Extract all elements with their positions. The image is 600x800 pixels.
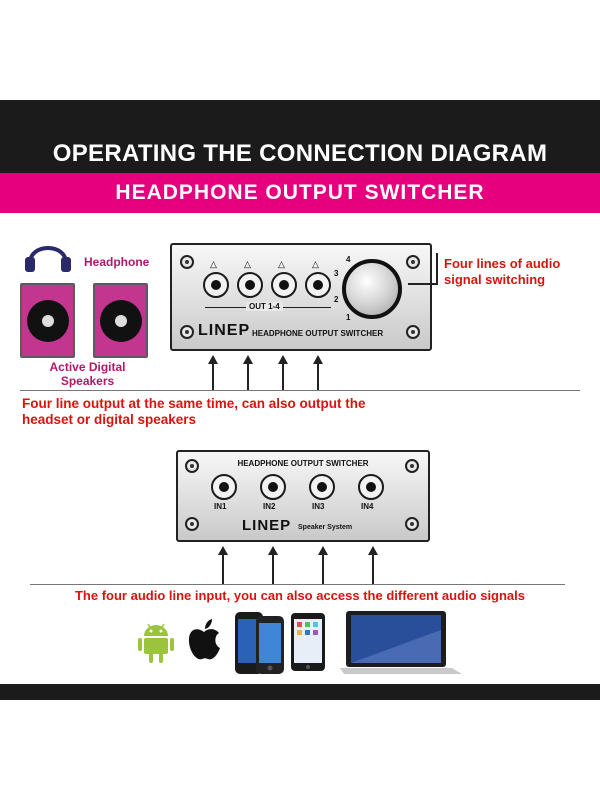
screw-icon	[406, 255, 420, 269]
arrow-shaft	[317, 363, 319, 390]
callout-line	[408, 283, 436, 285]
input-label-3: IN3	[312, 502, 325, 511]
arrow-up-icon	[318, 546, 328, 555]
footer-bar	[0, 684, 600, 700]
input-jack-4	[358, 474, 384, 500]
input-caption: The four audio line input, you can also …	[74, 588, 526, 603]
screw-icon	[185, 517, 199, 531]
input-switcher-panel: HEADPHONE OUTPUT SWITCHER IN1 IN2 IN3 IN…	[176, 450, 430, 542]
brand-logo: LINEP	[198, 322, 251, 339]
headphone-label: Headphone	[84, 255, 150, 269]
knob-position-4: 4	[346, 255, 351, 264]
headphone-symbol-icon: △	[312, 259, 319, 269]
callout-line-2: signal switching	[444, 272, 546, 287]
callout-line	[436, 253, 438, 285]
model-label: HEADPHONE OUTPUT SWITCHER	[252, 329, 384, 338]
speaker-right	[93, 283, 148, 358]
input-label-4: IN4	[361, 502, 374, 511]
headphone-symbol-icon: △	[278, 259, 285, 269]
speaker-system-label: Speaker System	[298, 524, 353, 531]
input-jack-3	[309, 474, 335, 500]
screw-icon	[405, 517, 419, 531]
headphone-icon	[25, 246, 71, 272]
page-subtitle: HEADPHONE OUTPUT SWITCHER	[115, 181, 485, 204]
input-label-2: IN2	[263, 502, 276, 511]
brand-logo: LINEP	[242, 517, 292, 534]
speakers-label-2: Speakers	[60, 374, 115, 388]
headphone-symbol-icon: △	[244, 259, 251, 269]
arrow-shaft	[282, 363, 284, 390]
output-jack-2	[237, 272, 263, 298]
knob-position-1: 1	[346, 313, 351, 322]
android-icon	[138, 623, 174, 663]
arrow-shaft	[272, 554, 274, 584]
arrow-up-icon	[278, 355, 288, 364]
ipad-icon	[291, 613, 325, 671]
speaker-cone	[27, 300, 69, 342]
speaker-cone	[100, 300, 142, 342]
callout-line-1: Four lines of audio	[444, 256, 561, 271]
header-bar	[0, 100, 600, 173]
laptop-icon	[340, 611, 462, 674]
input-jack-1	[211, 474, 237, 500]
divider-line	[30, 584, 565, 585]
divider-line	[20, 390, 580, 391]
knob-position-2: 2	[334, 295, 339, 304]
arrow-shaft	[247, 363, 249, 390]
page-title: OPERATING THE CONNECTION DIAGRAM	[52, 140, 548, 167]
output-switcher-panel: △ △ △ △ OUT 1-4 LINEP HEADPHONE OUTPUT S…	[170, 243, 432, 351]
screw-icon	[185, 459, 199, 473]
output-jack-4	[305, 272, 331, 298]
arrow-up-icon	[243, 355, 253, 364]
headphone-symbol-icon: △	[210, 259, 217, 269]
apple-icon	[188, 619, 220, 660]
arrow-shaft	[322, 554, 324, 584]
arrow-up-icon	[368, 546, 378, 555]
input-jack-2	[260, 474, 286, 500]
screw-icon	[405, 459, 419, 473]
input-panel-title: HEADPHONE OUTPUT SWITCHER	[237, 459, 369, 468]
output-jack-3	[271, 272, 297, 298]
subtitle-bar	[0, 173, 600, 213]
input-label-1: IN1	[214, 502, 227, 511]
speakers-label-1: Active Digital	[49, 360, 126, 374]
selector-knob	[342, 259, 402, 319]
out-label: OUT 1-4	[246, 302, 283, 311]
knob-position-3: 3	[334, 269, 339, 278]
arrow-up-icon	[313, 355, 323, 364]
arrow-shaft	[372, 554, 374, 584]
arrow-up-icon	[268, 546, 278, 555]
arrow-up-icon	[218, 546, 228, 555]
screw-icon	[180, 325, 194, 339]
output-caption-2: headset or digital speakers	[22, 412, 197, 427]
screw-icon	[180, 255, 194, 269]
output-jack-1	[203, 272, 229, 298]
smartphone-icon	[235, 612, 284, 674]
speaker-left	[20, 283, 75, 358]
output-caption-1: Four line output at the same time, can a…	[22, 396, 366, 411]
arrow-shaft	[212, 363, 214, 390]
arrow-shaft	[222, 554, 224, 584]
screw-icon	[406, 325, 420, 339]
arrow-up-icon	[208, 355, 218, 364]
